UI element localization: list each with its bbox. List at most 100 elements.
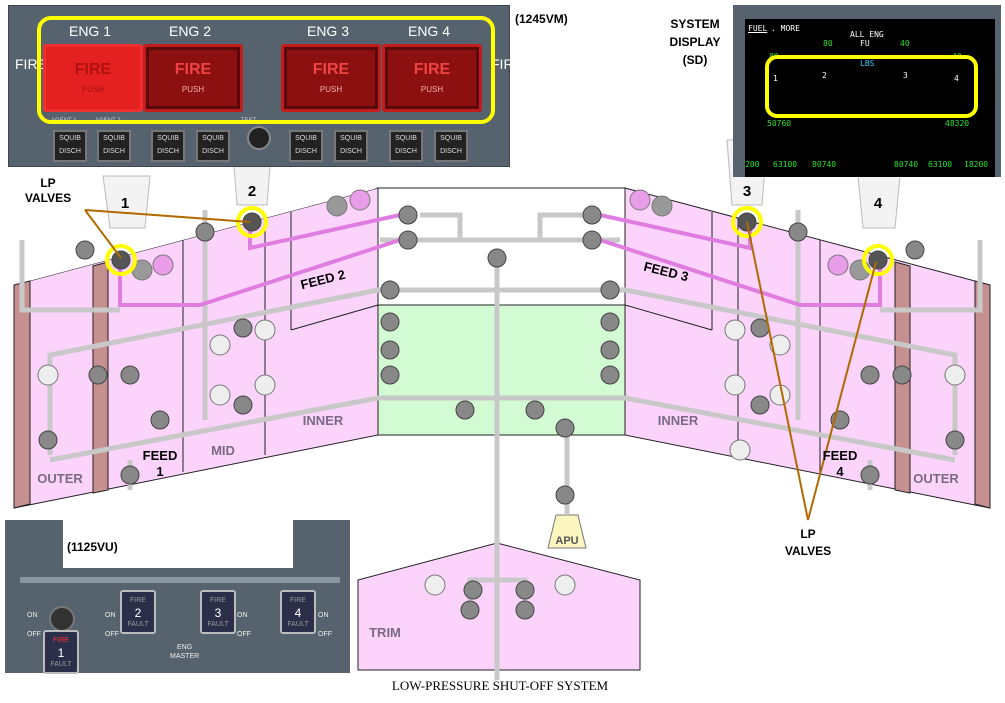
fire-side-label-left: FIRE — [15, 56, 47, 72]
master-switch-1-lever[interactable] — [49, 606, 75, 632]
apu-shape — [547, 514, 587, 549]
sw2-off: OFF — [105, 631, 119, 638]
fuel-valve — [195, 222, 215, 242]
fuel-valve — [150, 410, 170, 430]
fuel-valve — [75, 240, 95, 260]
lp-valves-highlight — [105, 206, 894, 276]
label-feed4-line1: FEED — [823, 448, 858, 463]
fuel-pump-icon — [629, 189, 651, 211]
label-trim: TRIM — [369, 625, 401, 640]
label-feed4-line2: 4 — [836, 464, 844, 479]
fuel-valve — [515, 580, 535, 600]
fuel-pump-icon — [254, 374, 276, 396]
lp-valves-right-line2: VALVES — [785, 544, 831, 558]
lp-valves-left-line1: LP — [40, 176, 55, 190]
fuel-pump-icon — [424, 574, 446, 596]
test-button[interactable] — [247, 126, 271, 150]
fuel-pump-icon — [254, 319, 276, 341]
lp-valve-1-highlight — [105, 244, 137, 276]
fuel-pump-icon — [349, 189, 371, 211]
fuel-valve — [398, 205, 418, 225]
sd-qty-lower-5: 63100 — [928, 160, 953, 169]
lp-valve-4-highlight — [862, 244, 894, 276]
fuel-valve — [600, 280, 620, 300]
sw4-on: ON — [318, 612, 329, 619]
sd-units: LBS — [860, 59, 875, 68]
sd-page-title: FUEL — [748, 24, 768, 33]
sd-eng-2: 2 — [822, 71, 827, 80]
fuel-pump-icon — [326, 195, 348, 217]
sd-more[interactable]: . MORE — [771, 24, 800, 33]
eng4-label: ENG 4 — [407, 23, 450, 39]
sd-eng-3: 3 — [903, 71, 908, 80]
fuel-valve — [600, 365, 620, 385]
fuel-valve — [582, 205, 602, 225]
fuel-pump-icon — [209, 334, 231, 356]
fire-side-label-right: FIRE — [491, 56, 523, 72]
label-inner-right: INNER — [658, 413, 699, 428]
pumps-group — [37, 189, 966, 596]
right-wing-tanks — [624, 187, 991, 509]
sd-qty-upper-1: 50760 — [767, 119, 792, 128]
lp-valve — [111, 250, 131, 270]
sw3-on: ON — [237, 612, 248, 619]
fuel-valve — [120, 365, 140, 385]
sd-fu-value-1: 80 — [823, 39, 833, 48]
fuel-valve — [233, 395, 253, 415]
fuel-pump-icon — [209, 384, 231, 406]
fuel-valve — [555, 418, 575, 438]
fuel-valve — [380, 312, 400, 332]
lp-valve — [868, 250, 888, 270]
fuel-pump-icon — [724, 319, 746, 341]
fuel-valve — [600, 340, 620, 360]
fuel-valve — [515, 600, 535, 620]
lp-valves-left-line2: VALVES — [25, 191, 71, 205]
sd-qty-upper-2: 48320 — [945, 119, 970, 128]
sd-qty-lower-3: 80740 — [812, 160, 837, 169]
fuel-pump-icon — [827, 254, 849, 276]
sd-eng-4: 4 — [954, 74, 959, 83]
sw3-off: OFF — [237, 631, 251, 638]
fuel-valve — [380, 340, 400, 360]
fuel-pump-icon — [37, 364, 59, 386]
fuel-valve — [487, 248, 507, 268]
fuel-valve — [463, 580, 483, 600]
left-wing-gap — [14, 188, 378, 285]
left-surge-strip — [13, 280, 31, 509]
right-surge-strip — [974, 280, 991, 509]
fuel-valve — [905, 240, 925, 260]
fuel-valve — [233, 318, 253, 338]
label-inner-left: INNER — [303, 413, 344, 428]
label-mid: MID — [211, 443, 235, 458]
fuel-valve — [945, 430, 965, 450]
engine-4-label: 4 — [874, 195, 883, 212]
fire-panel-id: (1245VM) — [515, 12, 568, 26]
lp-valve-callout-lines — [84, 209, 877, 521]
lp-valve-3-highlight — [731, 206, 763, 238]
eng1-label: ENG 1 — [68, 23, 111, 39]
fuel-valve — [860, 465, 880, 485]
fuel-valve — [582, 230, 602, 250]
label-outer-right: OUTER — [913, 471, 959, 486]
panel-guard-bar — [20, 577, 340, 583]
